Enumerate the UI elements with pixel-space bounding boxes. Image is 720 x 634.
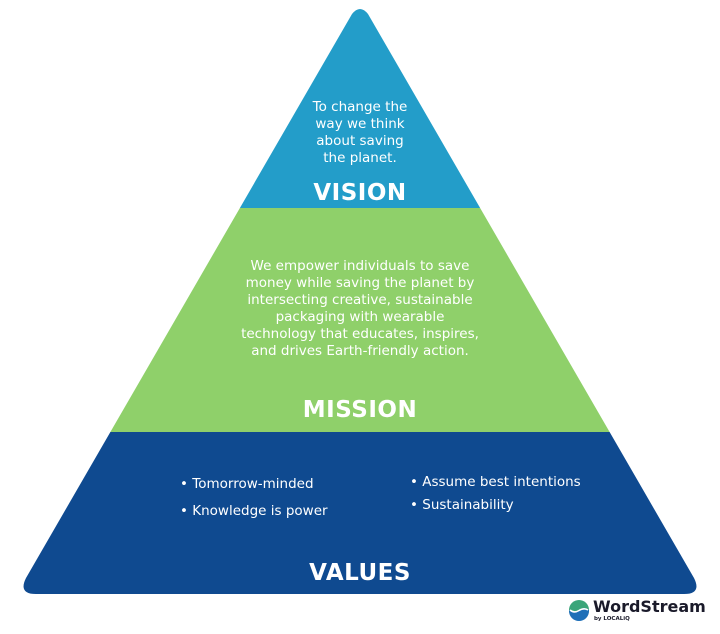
logo-name: WordStream bbox=[593, 597, 706, 616]
vision-statement: To change the way we think about saving … bbox=[280, 99, 440, 167]
wordstream-wave-icon bbox=[569, 600, 589, 621]
logo-byline: by LOCALiQ bbox=[594, 616, 630, 622]
mission-line: money while saving the planet by bbox=[245, 275, 475, 291]
wordstream-logo: WordStream by LOCALiQ bbox=[568, 598, 706, 623]
mission-statement: We empower individuals to save money whi… bbox=[200, 258, 520, 360]
vision-heading: VISION bbox=[313, 180, 407, 206]
mission-line: technology that educates, inspires, bbox=[241, 326, 479, 342]
mission-line: packaging with wearable bbox=[275, 309, 445, 325]
mission-line: intersecting creative, sustainable bbox=[247, 292, 473, 308]
vision-line: way we think bbox=[315, 116, 405, 132]
mission-line: We empower individuals to save bbox=[250, 258, 470, 274]
value-item: • Sustainability bbox=[410, 497, 514, 513]
value-item: • Assume best intentions bbox=[410, 474, 581, 490]
values-heading: VALUES bbox=[309, 560, 411, 586]
mission-line: and drives Earth-friendly action. bbox=[251, 343, 469, 359]
values-tier bbox=[23, 432, 697, 594]
vision-line: To change the bbox=[312, 99, 408, 115]
value-item: • Knowledge is power bbox=[180, 503, 328, 519]
mission-heading: MISSION bbox=[302, 397, 418, 423]
vision-line: the planet. bbox=[323, 150, 397, 166]
vision-line: about saving bbox=[316, 133, 404, 149]
value-item: • Tomorrow-minded bbox=[180, 476, 314, 492]
